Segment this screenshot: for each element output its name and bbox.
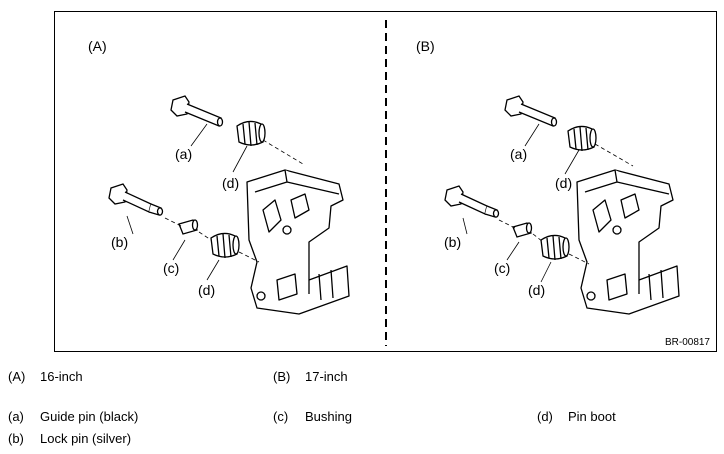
lock-pin-a (108, 183, 164, 216)
guide-pin-a (170, 95, 224, 127)
callout-a-panel-a: (a) (175, 146, 193, 162)
callout-d-lower-panel-b: (d) (528, 282, 546, 298)
callout-b-panel-b: (b) (444, 234, 462, 250)
legend-key-c: (c) (273, 409, 289, 424)
caliper-bracket-b (576, 169, 680, 315)
legend-key-A: (A) (8, 369, 26, 384)
callout-c-panel-b: (c) (494, 260, 511, 276)
figure-code: BR-00817 (664, 337, 710, 348)
bushing-a (178, 219, 199, 235)
panel-b-drawing (444, 95, 680, 315)
callout-a-panel-b: (a) (510, 146, 528, 162)
guide-pin-b (504, 95, 558, 127)
pin-boot-b-upper (567, 125, 597, 152)
legend-text-a: Guide pin (black) (40, 409, 139, 424)
panel-a-drawing (108, 95, 350, 315)
legend-text-b: Lock pin (silver) (40, 431, 132, 446)
caliper-bracket-a (246, 169, 350, 315)
lock-pin-b (444, 185, 500, 218)
callout-b-panel-a: (b) (111, 234, 129, 250)
legend-text-A: 16-inch (40, 369, 83, 384)
callout-d-upper-panel-b: (d) (555, 175, 573, 191)
legend-text-c: Bushing (305, 409, 352, 424)
panel-b-label: (B) (416, 38, 435, 54)
callout-d-lower-panel-a: (d) (198, 282, 216, 298)
legend-key-b: (b) (8, 431, 24, 446)
pin-boot-b-lower (540, 234, 570, 261)
legend-key-d: (d) (537, 409, 553, 424)
legend-text-B: 17-inch (305, 369, 348, 384)
pin-boot-a-lower (210, 232, 240, 259)
legend-key-B: (B) (273, 369, 291, 384)
callout-c-panel-a: (c) (163, 260, 180, 276)
diagram-figure: (A) (B) (a) (d) (b) (c) (d) (a) (d) (b) … (54, 11, 717, 352)
legend-text-d: Pin boot (568, 409, 616, 424)
pin-boot-a-upper (236, 120, 266, 147)
diagram-svg (108, 20, 680, 346)
bushing-b (512, 222, 533, 238)
panel-a-label: (A) (88, 38, 107, 54)
legend-key-a: (a) (8, 409, 24, 424)
callout-d-upper-panel-a: (d) (222, 175, 240, 191)
